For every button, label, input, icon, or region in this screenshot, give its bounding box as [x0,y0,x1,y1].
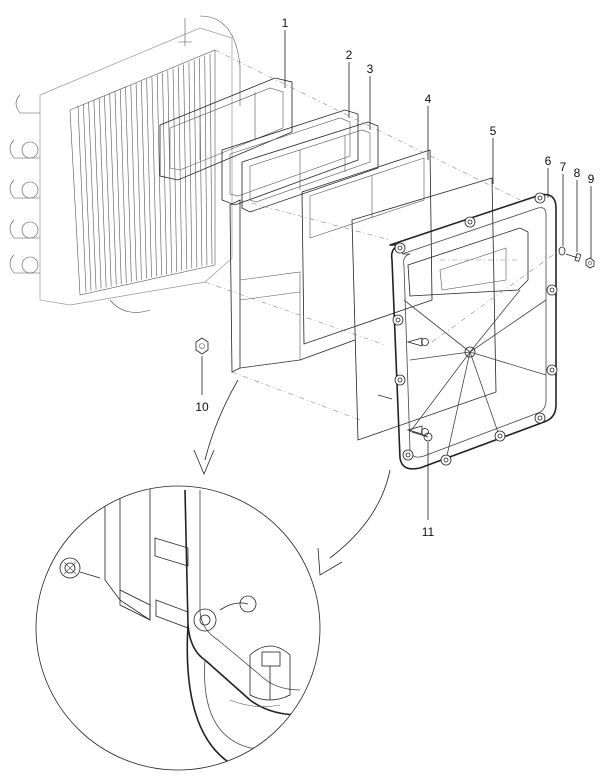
callout-10: 10 [195,400,209,414]
housing-box [204,49,521,421]
part-3-gasket-frame [241,121,379,213]
part-2-gasket [221,109,359,206]
callout-1: 1 [282,16,289,30]
callout-5: 5 [490,124,497,138]
radiator-core [9,15,241,313]
detail-arrow-left [193,379,239,476]
part-11-screw [411,431,433,442]
callout-9: 9 [588,172,595,186]
part-4-plate [301,149,433,345]
callout-2: 2 [346,48,353,62]
part-8-bolt [565,253,582,262]
part-6-cover-frame [377,192,561,470]
callout-7: 7 [560,160,567,174]
callout-8: 8 [574,166,581,180]
callout-6: 6 [545,154,552,168]
detail-enlargement [35,485,321,771]
part-1-gasket [159,77,293,181]
callout-3: 3 [367,62,374,76]
callout-4: 4 [425,92,432,106]
callout-labels: 1 2 3 4 5 6 7 8 9 10 11 [195,16,594,539]
part-10-grommet [195,337,209,355]
callout-11: 11 [422,525,435,539]
part-7-washer [558,246,566,256]
part-5-sheet [351,177,497,441]
detail-arrow-right [317,469,391,576]
part-9-nut [585,257,595,269]
leader-lines [201,30,592,520]
